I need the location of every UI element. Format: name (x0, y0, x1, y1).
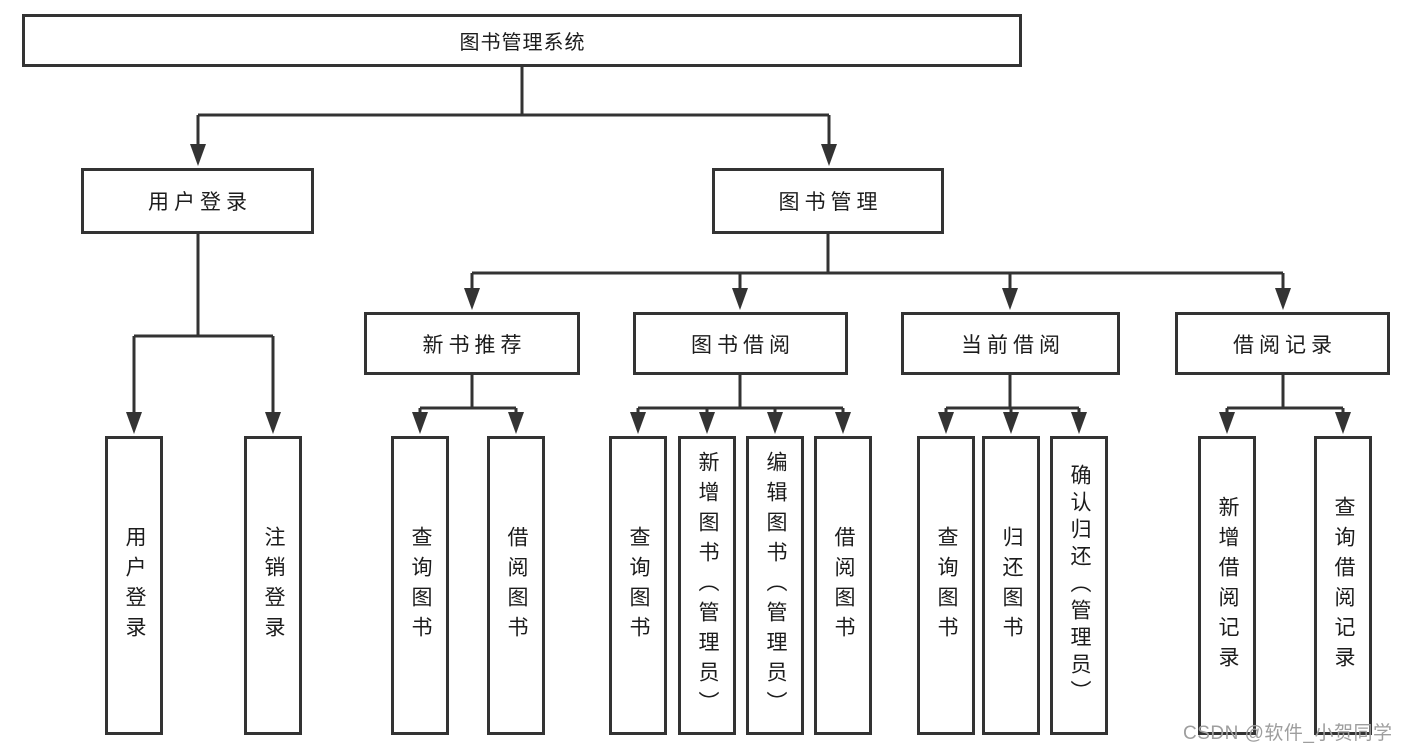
node-new-book-recommendation: 新书推荐 (364, 312, 580, 375)
leaf-newbook-query-books: 查询图书 (391, 436, 449, 735)
leaf-borrowing-query-books: 查询图书 (609, 436, 667, 735)
node-new-book-recommendation-label: 新书推荐 (422, 333, 527, 357)
leaf-borrowing-borrow-books-label: 借阅图书 (832, 525, 855, 646)
leaf-records-query-record-label: 查询借阅记录 (1332, 495, 1355, 676)
node-user-login-branch-label: 用户登录 (148, 191, 252, 214)
leaf-user-login-label: 用户登录 (123, 525, 146, 646)
leaf-current-query-books: 查询图书 (917, 436, 975, 735)
node-root-library-system: 图书管理系统 (22, 14, 1022, 67)
node-borrowing-records-label: 借阅记录 (1233, 333, 1337, 357)
leaf-borrowing-query-books-label: 查询图书 (627, 525, 650, 646)
leaf-borrowing-add-books-admin: 新增图书（管理员） (678, 436, 736, 735)
leaf-newbook-borrow-books: 借阅图书 (487, 436, 545, 735)
leaf-logout: 注销登录 (244, 436, 302, 735)
node-root-label: 图书管理系统 (459, 32, 586, 54)
leaf-user-login: 用户登录 (105, 436, 163, 735)
leaf-current-confirm-return-admin-label: 确认归还（管理员） (1068, 464, 1091, 707)
leaf-current-confirm-return-admin: 确认归还（管理员） (1050, 436, 1108, 735)
node-borrowing-records: 借阅记录 (1175, 312, 1390, 375)
leaf-borrowing-add-books-admin-label: 新增图书（管理员） (696, 450, 719, 721)
node-book-borrowing: 图书借阅 (633, 312, 848, 375)
node-book-management-branch-label: 图书管理 (778, 191, 883, 214)
leaf-records-add-record-label: 新增借阅记录 (1216, 495, 1239, 676)
leaf-current-return-books: 归还图书 (982, 436, 1040, 735)
leaf-newbook-borrow-books-label: 借阅图书 (505, 525, 528, 646)
leaf-current-return-books-label: 归还图书 (1000, 525, 1023, 646)
leaf-newbook-query-books-label: 查询图书 (409, 525, 432, 646)
node-book-management-branch: 图书管理 (712, 168, 944, 234)
leaf-records-add-record: 新增借阅记录 (1198, 436, 1256, 735)
node-user-login-branch: 用户登录 (81, 168, 314, 234)
leaf-current-query-books-label: 查询图书 (935, 525, 958, 646)
arrowhead-icon (126, 144, 1351, 434)
leaf-borrowing-edit-books-admin: 编辑图书（管理员） (746, 436, 804, 735)
leaf-borrowing-edit-books-admin-label: 编辑图书（管理员） (764, 450, 787, 721)
csdn-watermark: CSDN @软件_小贺同学 (1183, 723, 1393, 744)
leaf-borrowing-borrow-books: 借阅图书 (814, 436, 872, 735)
leaf-logout-label: 注销登录 (262, 525, 285, 646)
node-current-borrowing: 当前借阅 (901, 312, 1120, 375)
node-current-borrowing-label: 当前借阅 (961, 333, 1065, 357)
leaf-records-query-record: 查询借阅记录 (1314, 436, 1372, 735)
node-book-borrowing-label: 图书借阅 (691, 333, 795, 357)
